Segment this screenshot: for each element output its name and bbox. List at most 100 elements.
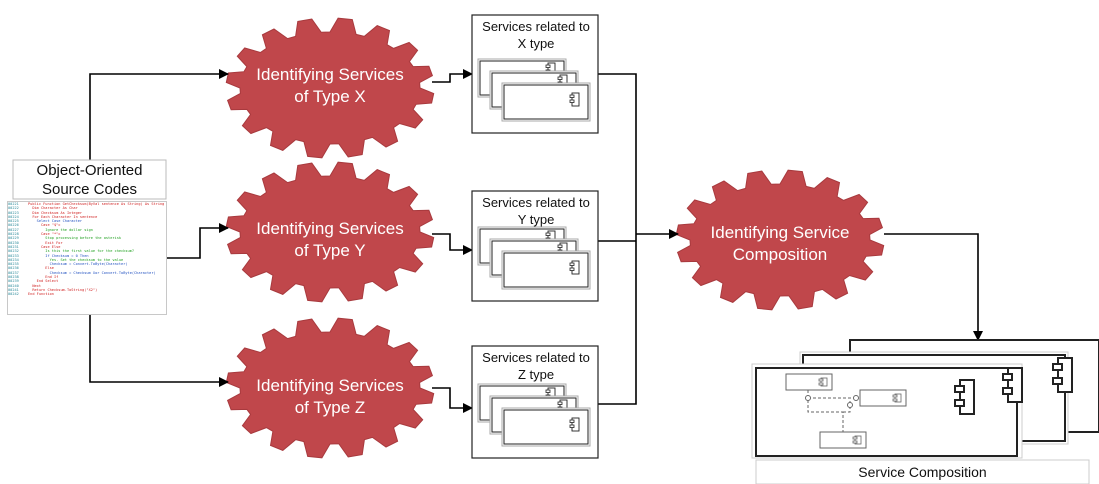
- code-line-text: Return Checksum.ToString("X2"): [28, 287, 98, 292]
- gear-label-type-z: Identifying Services of Type Z: [232, 375, 428, 419]
- code-line-number: 00238: [8, 275, 19, 280]
- service-component-card: [501, 82, 591, 122]
- code-line-text: Case Else: [28, 244, 61, 249]
- code-line: 00229 Stop processing before the asteris…: [8, 236, 166, 240]
- code-line-number: 00222: [8, 206, 19, 211]
- gear-label-composition: Identifying Service Composition: [682, 222, 878, 266]
- services-label-line1: Services related to: [482, 19, 590, 34]
- code-line-text: Is this the first value for the checksum…: [28, 249, 135, 254]
- service-composition-label: Service Composition: [858, 464, 987, 480]
- code-line-number: 00236: [8, 266, 19, 271]
- services-label-line1: Services related to: [482, 350, 590, 365]
- code-line: 00233 If Checksum = 0 Then: [8, 254, 166, 258]
- code-line-text: End If: [28, 275, 59, 280]
- arrow-gear-z-to-services: [432, 387, 473, 413]
- code-line-text: End Select: [28, 279, 59, 284]
- code-line: 00241 Return Checksum.ToString("X2"): [8, 288, 166, 292]
- code-line-number: 00235: [8, 262, 19, 267]
- arrow-source-to-x: [89, 69, 229, 160]
- arrow-source-to-y: [166, 223, 229, 259]
- services-y-label: Services related to Y type: [474, 194, 598, 228]
- code-line: 00232 Is this the first value for the ch…: [8, 249, 166, 253]
- services-z-label: Services related to Z type: [474, 349, 598, 383]
- code-line: 00225 Select Case Character: [8, 219, 166, 223]
- services-label-line1: Services related to: [482, 195, 590, 210]
- code-line-number: 00241: [8, 287, 19, 292]
- code-line: 00227 Ignore the dollar sign: [8, 228, 166, 232]
- code-line-text: Next: [28, 283, 41, 288]
- code-line: 00235 Checksum = Convert.ToByte(Characte…: [8, 262, 166, 266]
- services-label-line2: Z type: [517, 367, 555, 382]
- services-box: [471, 190, 599, 302]
- gear-label-line2: of Type X: [294, 87, 366, 106]
- code-line: 00239 End Select: [8, 279, 166, 283]
- gear-label-line2: of Type Y: [294, 241, 366, 260]
- code-line: 00237 Checksum = Checksum Xor Convert.To…: [8, 271, 166, 275]
- arrow-source-to-z: [89, 313, 229, 387]
- gear-label-line2: of Type Z: [294, 398, 366, 417]
- connector-x-services: [598, 73, 637, 234]
- code-line: 00230 Exit For: [8, 241, 166, 245]
- code-line-number: 00233: [8, 253, 19, 258]
- source-title-box: [12, 159, 167, 200]
- gear-shape-type-z: [225, 317, 435, 459]
- gear-label-line1: Identifying Service: [710, 223, 850, 242]
- code-line: 00222 Dim Character As Char: [8, 206, 166, 210]
- code-line: 00234 Yes. Set the checksum to the value: [8, 258, 166, 262]
- service-component-card: [501, 407, 591, 447]
- code-line: 00223 Dim Checksum As Integer: [8, 211, 166, 215]
- code-line-number: 00228: [8, 232, 19, 237]
- gear-label-line1: Identifying Services: [256, 376, 404, 395]
- code-line-text: Else: [28, 266, 54, 271]
- code-line-number: 00234: [8, 257, 19, 262]
- code-line-text: Yes. Set the checksum to the value: [28, 257, 124, 262]
- code-line: 00238 End If: [8, 275, 166, 279]
- code-line-text: Dim Character As Char: [28, 206, 78, 211]
- code-line-text: If Checksum = 0 Then: [28, 253, 89, 258]
- service-component-card: [501, 250, 591, 290]
- code-line: 00224 For Each Character In sentence: [8, 215, 166, 219]
- gear-label-line1: Identifying Services: [256, 65, 404, 84]
- services-x-label: Services related to X type: [474, 18, 598, 52]
- arrow-gear-y-to-services: [432, 233, 473, 255]
- code-line-number: 00242: [8, 292, 19, 297]
- code-line: 00228 Case "*"c: [8, 232, 166, 236]
- code-line-text: Select Case Character: [28, 219, 83, 224]
- code-line-text: Checksum = Checksum Xor Convert.ToByte(C…: [28, 270, 156, 275]
- gear-shape-type-y: [225, 161, 435, 303]
- code-line-number: 00224: [8, 214, 19, 219]
- services-box: [471, 14, 599, 134]
- connector-z-services: [598, 234, 637, 405]
- code-line-number: 00237: [8, 270, 19, 275]
- code-line-text: Checksum = Convert.ToByte(Character): [28, 262, 128, 267]
- code-line-number: 00227: [8, 227, 19, 232]
- code-line-number: 00232: [8, 249, 19, 254]
- source-title: Object-Oriented Source Codes: [13, 161, 166, 199]
- gear-label-type-x: Identifying Services of Type X: [232, 64, 428, 108]
- code-line: 00226 Case "$"c: [8, 223, 166, 227]
- code-line-text: For Each Character In sentence: [28, 214, 98, 219]
- code-line-number: 00231: [8, 244, 19, 249]
- source-title-line2: Source Codes: [41, 181, 138, 198]
- code-line-number: 00239: [8, 279, 19, 284]
- services-label-line2: Y type: [517, 212, 555, 227]
- code-line: 00236 Else: [8, 266, 166, 270]
- services-box: [471, 345, 599, 459]
- code-line-number: 00226: [8, 223, 19, 228]
- gear-shape-composition: [675, 169, 885, 311]
- source-title-line1: Object-Oriented: [36, 162, 143, 179]
- code-line-text: Public Function GetChecksum(ByVal senten…: [28, 202, 165, 206]
- code-line-number: 00223: [8, 210, 19, 215]
- code-line-text: Case "$"c: [28, 223, 61, 228]
- arrow-gear-x-to-services: [432, 69, 473, 83]
- code-line-text: Dim Checksum As Integer: [28, 210, 83, 215]
- gear-shape-type-x: [225, 17, 435, 159]
- arrow-composition-to-result: [884, 233, 983, 341]
- code-line: 00240 Next: [8, 284, 166, 288]
- code-line-text: Ignore the dollar sign: [28, 227, 93, 232]
- gear-label-line1: Identifying Services: [256, 219, 404, 238]
